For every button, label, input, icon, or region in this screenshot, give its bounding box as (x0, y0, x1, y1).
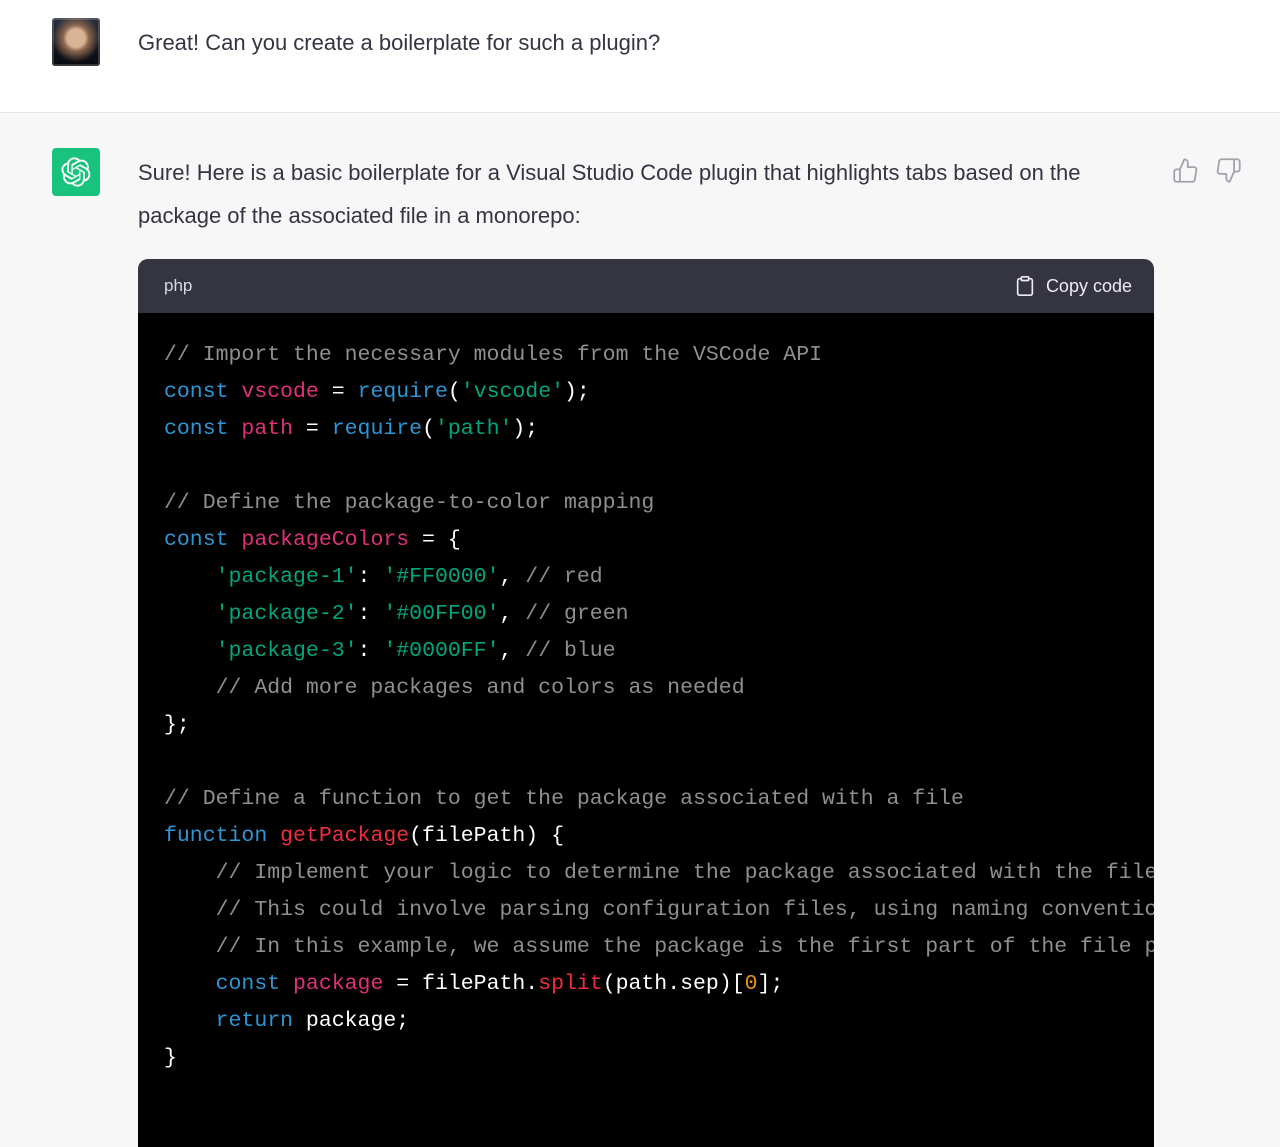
copy-code-label: Copy code (1045, 275, 1132, 296)
code-line: // Add more packages and colors as neede… (215, 676, 745, 700)
thumbs-up-button[interactable] (1172, 157, 1199, 184)
code-line (164, 744, 1128, 781)
thumbs-up-icon (1173, 158, 1198, 183)
code-line: }; (164, 713, 190, 737)
code-header: php Copy code (138, 259, 1154, 313)
code-line (164, 448, 1128, 485)
code-line: } (164, 1046, 177, 1070)
code-lines: // Import the necessary modules from the… (164, 337, 1154, 1077)
assistant-message-text: Sure! Here is a basic boilerplate for a … (138, 160, 1081, 228)
code-block: php Copy code // Import the necessary mo… (138, 259, 1154, 1147)
code-line: // This could involve parsing configurat… (215, 898, 1154, 922)
code-line: return package; (215, 1009, 410, 1033)
code-line: const vscode = require('vscode'); (164, 380, 590, 404)
clipboard-icon (1016, 276, 1034, 296)
user-message-text: Great! Can you create a boilerplate for … (138, 30, 661, 55)
code-line: function getPackage(filePath) { (164, 824, 564, 848)
code-line: 'package-1': '#FF0000', // red (215, 565, 603, 589)
code-line: const path = require('path'); (164, 417, 539, 441)
assistant-message-row: Sure! Here is a basic boilerplate for a … (0, 113, 1280, 1147)
assistant-message-body: Sure! Here is a basic boilerplate for a … (138, 148, 1154, 1147)
user-avatar (52, 18, 100, 66)
user-message-row: Great! Can you create a boilerplate for … (0, 0, 1280, 113)
feedback-buttons (1172, 157, 1242, 184)
code-line: // Implement your logic to determine the… (215, 861, 1154, 885)
code-line: // Define a function to get the package … (164, 787, 964, 811)
code-line: 'package-2': '#00FF00', // green (215, 602, 629, 626)
code-line: // Import the necessary modules from the… (164, 343, 823, 367)
code-language-label: php (164, 276, 193, 295)
code-line: // Define the package-to-color mapping (164, 491, 655, 515)
thumbs-down-icon (1216, 158, 1241, 183)
code-line: const package = filePath.split(path.sep)… (215, 972, 784, 996)
code-line: // In this example, we assume the packag… (215, 935, 1154, 959)
code-content[interactable]: // Import the necessary modules from the… (138, 313, 1154, 1147)
chatgpt-avatar (52, 148, 100, 196)
copy-code-button[interactable]: Copy code (1014, 275, 1132, 297)
thumbs-down-button[interactable] (1215, 157, 1242, 184)
code-line: const packageColors = { (164, 528, 461, 552)
code-line: 'package-3': '#0000FF', // blue (215, 639, 616, 663)
openai-logo-icon (61, 157, 91, 187)
